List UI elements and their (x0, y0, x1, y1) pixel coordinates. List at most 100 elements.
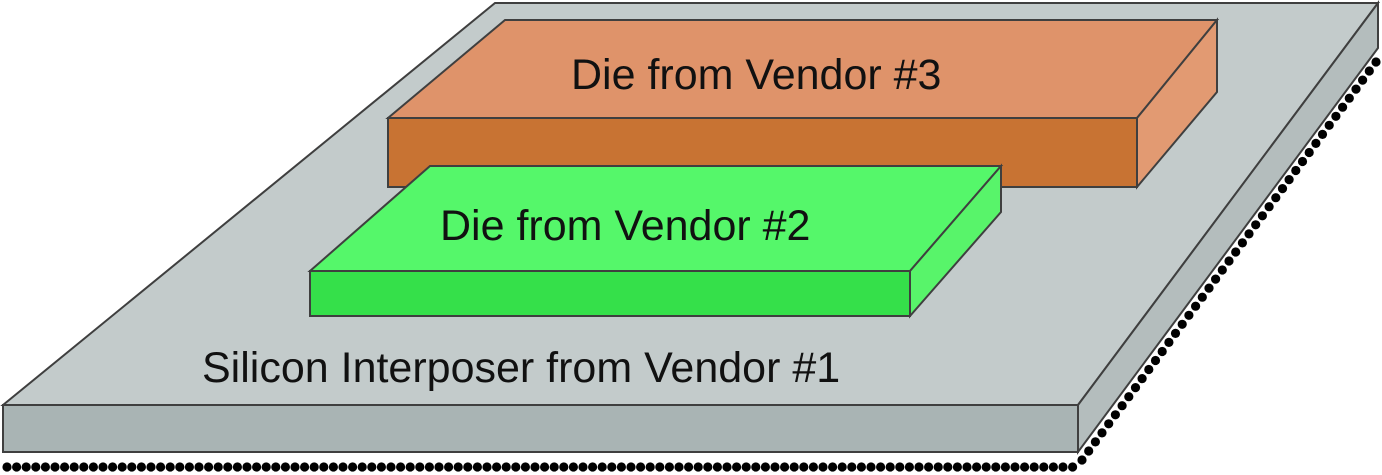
solder-bump (722, 462, 732, 472)
solder-bump (146, 462, 156, 472)
solder-bump (789, 462, 799, 472)
solder-bump (165, 462, 175, 472)
solder-bump (98, 462, 108, 472)
solder-bump (290, 462, 300, 472)
solder-bump (1338, 102, 1348, 112)
solder-bump (242, 462, 252, 472)
solder-bump (21, 462, 31, 472)
solder-bump (136, 462, 146, 472)
die-vendor-2: Die from Vendor #2 (307, 163, 1004, 319)
solder-bump (924, 462, 934, 472)
solder-bump (732, 462, 742, 472)
solder-bump (1344, 93, 1354, 103)
solder-bump (1358, 75, 1368, 85)
solder-bump (1137, 374, 1147, 384)
solder-bump (1184, 310, 1194, 320)
solder-bump (511, 462, 521, 472)
solder-bump (424, 462, 434, 472)
solder-bump (482, 462, 492, 472)
solder-bump (933, 462, 943, 472)
solder-bump (866, 462, 876, 472)
solder-bump (943, 462, 953, 472)
solder-bump (367, 462, 377, 472)
solder-bump-array (2, 57, 1381, 472)
solder-bump (962, 462, 972, 472)
solder-bump (156, 462, 166, 472)
solder-bump (261, 462, 271, 472)
solder-bump (684, 462, 694, 472)
solder-bump (108, 462, 118, 472)
solder-bump (1029, 462, 1039, 472)
solder-bump (636, 462, 646, 472)
die-vendor-3-label: Die from Vendor #3 (571, 51, 941, 99)
solder-bump (856, 462, 867, 472)
solder-bump (645, 462, 655, 472)
solder-bump (1124, 392, 1134, 402)
solder-bump (223, 462, 233, 472)
solder-bump (904, 462, 915, 472)
solder-bump (1284, 175, 1294, 185)
solder-bump (1144, 364, 1154, 375)
solder-bump (520, 462, 531, 472)
solder-bump (444, 462, 454, 472)
die-vendor-2-front-face (309, 270, 911, 317)
solder-bump (1304, 147, 1314, 158)
solder-bump (463, 462, 473, 472)
solder-bump (415, 462, 425, 472)
solder-bump (1150, 355, 1161, 366)
solder-bump (693, 462, 703, 472)
solder-bump (1097, 428, 1107, 438)
solder-bump (876, 462, 886, 472)
solder-bump (309, 462, 319, 472)
solder-bump (1244, 229, 1254, 239)
solder-bump (972, 462, 982, 472)
solder-bump (88, 462, 98, 472)
solder-bump (386, 462, 396, 472)
solder-bump (616, 462, 627, 472)
solder-bump (751, 462, 761, 472)
solder-bump (914, 462, 924, 472)
solder-bump (741, 462, 751, 472)
solder-bump (79, 462, 89, 472)
solder-bump (184, 462, 194, 472)
solder-bump (300, 462, 310, 472)
solder-bump (712, 462, 723, 472)
solder-bump (607, 462, 617, 472)
solder-bump (12, 462, 22, 472)
solder-bump (1110, 410, 1120, 420)
solder-bump (1257, 211, 1267, 221)
solder-bump (549, 462, 559, 472)
solder-bump (885, 462, 895, 472)
solder-bump (434, 462, 444, 472)
solder-bump (175, 462, 185, 472)
solder-bump (1058, 462, 1068, 472)
solder-bump (1117, 401, 1127, 411)
solder-bump (204, 462, 214, 472)
solder-bump (597, 462, 607, 472)
solder-bump (1090, 437, 1100, 447)
solder-bump (2, 462, 12, 472)
solder-bump (69, 462, 79, 472)
solder-bump (213, 462, 223, 472)
solder-bump (1371, 57, 1381, 67)
solder-bump (780, 462, 790, 472)
solder-bump (770, 462, 780, 472)
solder-bump (1204, 283, 1214, 293)
solder-bump (664, 462, 675, 472)
solder-bump (952, 462, 963, 472)
solder-bump (578, 462, 588, 472)
solder-bump (1170, 328, 1181, 338)
solder-bump (319, 462, 329, 472)
solder-bump (1297, 156, 1308, 167)
solder-bump (1317, 129, 1328, 139)
solder-bump (117, 462, 127, 472)
solder-bump (799, 462, 809, 472)
interposer-label: Silicon Interposer from Vendor #1 (202, 344, 840, 392)
solder-bump (40, 462, 51, 472)
solder-bump (1237, 238, 1247, 248)
die-vendor-3: Die from Vendor #3 (385, 17, 1220, 190)
solder-bump (703, 462, 713, 472)
solder-bump (1211, 274, 1221, 284)
solder-bump (1224, 256, 1234, 266)
